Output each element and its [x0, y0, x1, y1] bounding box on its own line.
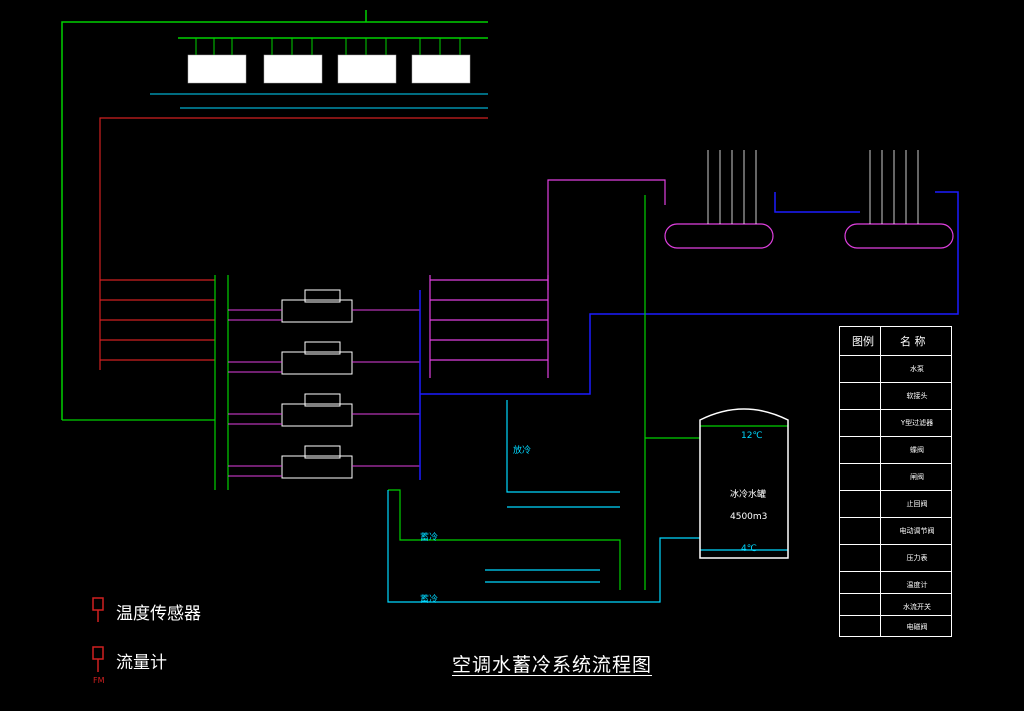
- legend-flow-meter-tag: FM: [93, 676, 105, 685]
- symbol-table-row: 止回阀: [840, 490, 951, 508]
- symbol-name: Y型过滤器: [900, 419, 934, 427]
- discharge-label: 放冷: [513, 446, 532, 456]
- symbol-table-col-symbol: 图例: [852, 335, 874, 348]
- symbol-name: 蝶阀: [910, 446, 924, 454]
- symbol-name: 水泵: [910, 365, 924, 373]
- condenser-pump-headers: [62, 275, 229, 490]
- tank-supply-pipe: [388, 195, 788, 590]
- manifolds: [664, 223, 954, 249]
- tank-top-temp: 12℃: [741, 431, 763, 441]
- symbol-table-col-name: 名 称: [900, 335, 926, 348]
- tank-name: 冰冷水罐: [730, 490, 767, 500]
- storage-pipes: [387, 400, 788, 603]
- tank-bottom-temp: 4℃: [741, 544, 757, 554]
- charge-label-a: 蓄冷: [420, 533, 439, 543]
- symbol-table-row: 压力表: [840, 544, 951, 562]
- symbol-name: 电磁阀: [906, 623, 928, 631]
- symbol-table-divider: [880, 327, 881, 636]
- symbol-table-row: 闸阀: [840, 463, 951, 481]
- symbol-name: 水流开关: [903, 603, 931, 611]
- legend-icons: [92, 597, 104, 672]
- legend-temp-sensor-label: 温度传感器: [116, 604, 201, 624]
- symbol-table: 图例 名 称 水泵 软接头 Y型过滤器 蝶阀 闸阀 止回阀 电动调节阀 压力表 …: [839, 326, 952, 637]
- symbol-table-row: 电动调节阀: [840, 517, 951, 535]
- manifold-branches: [707, 150, 919, 224]
- symbol-table-row: 电磁阀: [840, 615, 951, 631]
- charge-label-b: 蓄冷: [420, 595, 439, 605]
- symbol-table-row: 水泵: [840, 355, 951, 373]
- symbol-table-row: 蝶阀: [840, 436, 951, 454]
- symbol-name: 温度计: [906, 581, 928, 589]
- symbol-name: 闸阀: [910, 473, 924, 481]
- symbol-table-row: 温度计: [840, 571, 951, 589]
- legend-flow-meter-label: 流量计: [116, 653, 167, 673]
- chiller-pipes: [228, 309, 420, 477]
- symbol-table-row: 软接头: [840, 382, 951, 400]
- symbol-table-row: 水流开关: [840, 593, 951, 611]
- tower-pipes: [150, 93, 488, 109]
- symbol-name: 软接头: [906, 392, 928, 400]
- symbol-name: 止回阀: [906, 500, 928, 508]
- chilled-pump-headers: [429, 179, 666, 378]
- symbol-name: 电动调节阀: [899, 527, 935, 535]
- main-supply-loop: [419, 191, 959, 480]
- cooling-towers: [187, 54, 471, 84]
- tower-risers: [195, 38, 461, 55]
- condenser-loop: [99, 117, 488, 370]
- storage-tank: [699, 408, 789, 559]
- tank-volume: 4500m3: [730, 512, 768, 522]
- cooling-tower-group: [61, 10, 488, 420]
- symbol-name: 压力表: [906, 554, 928, 562]
- symbol-table-row: Y型过滤器: [840, 409, 951, 427]
- chillers: [281, 289, 353, 479]
- diagram-title: 空调水蓄冷系统流程图: [452, 654, 653, 676]
